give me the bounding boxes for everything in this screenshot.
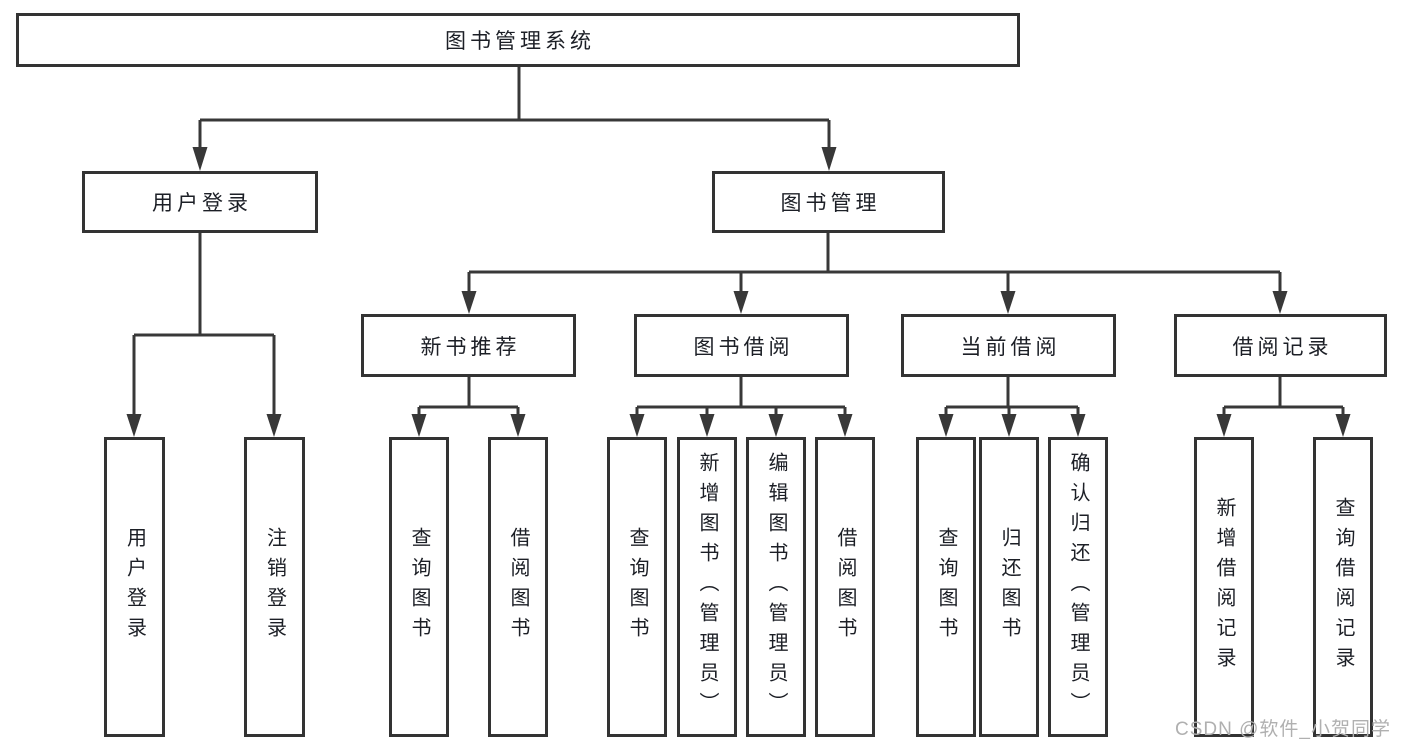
node-borrowing-records: 借阅记录 xyxy=(1174,314,1387,377)
node-leaf-user-login: 用户登录 xyxy=(104,437,165,737)
arrowheads xyxy=(126,147,1351,437)
node-leaf-add-borrow-record: 新增借阅记录 xyxy=(1194,437,1254,737)
node-leaf-query-books-recommend: 查询图书 xyxy=(389,437,449,737)
node-library-system: 图书管理系统 xyxy=(16,13,1020,67)
node-leaf-return-books: 归还图书 xyxy=(979,437,1039,737)
node-leaf-add-books-admin: 新增图书（管理员） xyxy=(677,437,737,737)
node-current-borrowing: 当前借阅 xyxy=(901,314,1116,377)
node-leaf-confirm-return-admin: 确认归还（管理员） xyxy=(1048,437,1108,737)
node-leaf-query-borrow-record: 查询借阅记录 xyxy=(1313,437,1373,737)
node-leaf-logout: 注销登录 xyxy=(244,437,305,737)
node-leaf-borrow-books: 借阅图书 xyxy=(815,437,875,737)
node-user-login: 用户登录 xyxy=(82,171,318,233)
node-leaf-edit-books-admin: 编辑图书（管理员） xyxy=(746,437,806,737)
node-book-management: 图书管理 xyxy=(712,171,945,233)
csdn-watermark: CSDN @软件_小贺同学 xyxy=(1175,719,1391,740)
node-leaf-query-books-borrow: 查询图书 xyxy=(607,437,667,737)
node-leaf-query-books-current: 查询图书 xyxy=(916,437,976,737)
node-book-borrowing: 图书借阅 xyxy=(634,314,849,377)
node-leaf-borrow-books-recommend: 借阅图书 xyxy=(488,437,548,737)
node-new-book-recommend: 新书推荐 xyxy=(361,314,576,377)
